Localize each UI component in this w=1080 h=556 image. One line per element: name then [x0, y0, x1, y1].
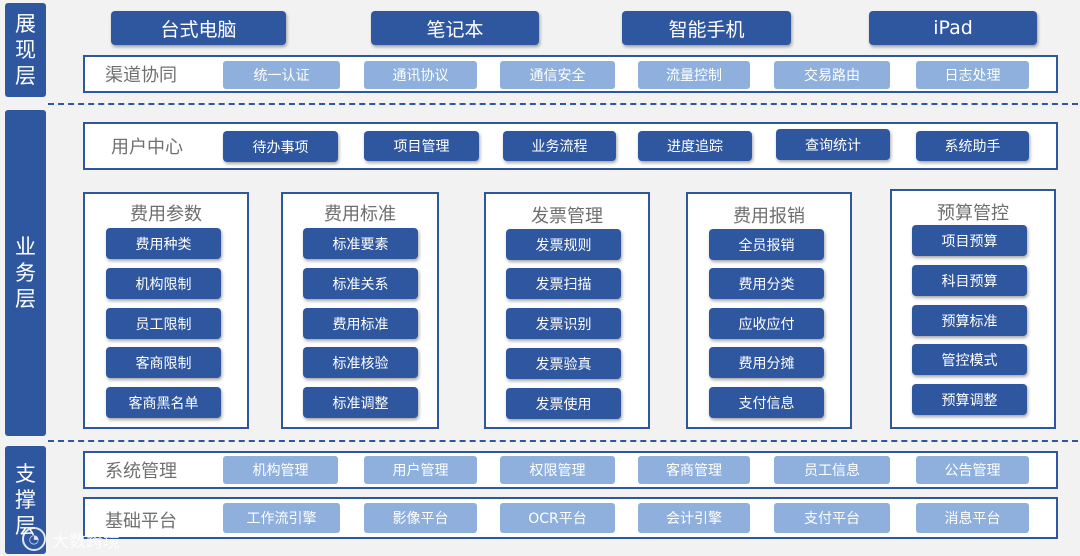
invoice-management-item: 发票识别	[506, 308, 621, 339]
budget-control-item: 预算标准	[912, 305, 1027, 336]
layer-label-presentation-text: 展现层	[15, 12, 36, 88]
expense-params-item: 费用种类	[106, 228, 221, 259]
expense-reimbursement-item: 费用分类	[709, 268, 824, 299]
system-management-title: 系统管理	[105, 461, 177, 482]
module-expense-reimbursement-title: 费用报销	[733, 206, 805, 227]
invoice-management-item: 发票扫描	[506, 268, 621, 299]
expense-standards-item: 标准调整	[303, 387, 418, 418]
base-platform-item: 消息平台	[916, 503, 1029, 533]
system-management-item: 用户管理	[364, 456, 477, 484]
layer-label-support-text: 支撑层	[15, 462, 36, 538]
layer-label-business-text: 业务层	[15, 235, 36, 311]
channel-item-2: 通讯协议	[364, 61, 477, 89]
module-expense-standards-title: 费用标准	[324, 204, 396, 225]
expense-params-item: 客商黑名单	[106, 387, 221, 418]
base-platform-item: 会计引擎	[638, 503, 750, 533]
invoice-management-item: 发票规则	[506, 229, 621, 260]
base-platform-item: OCR平台	[500, 503, 615, 533]
channel-item-1: 统一认证	[223, 61, 340, 89]
system-management-item: 客商管理	[638, 456, 750, 484]
base-platform-item: 支付平台	[774, 503, 890, 533]
device-desktop: 台式电脑	[111, 11, 286, 45]
base-platform-item: 工作流引擎	[223, 503, 340, 533]
expense-standards-item: 标准核验	[303, 347, 418, 378]
expense-standards-item: 费用标准	[303, 308, 418, 339]
invoice-management-item: 发票使用	[506, 388, 621, 419]
device-smartphone: 智能手机	[622, 11, 791, 45]
device-laptop: 笔记本	[371, 11, 539, 45]
invoice-management-item: 发票验真	[506, 348, 621, 379]
layer-label-presentation: 展现层	[5, 3, 46, 97]
watermark-logo-icon: ◔	[22, 527, 46, 551]
user-center-title: 用户中心	[111, 137, 183, 158]
watermark: ◔ 大数跨境	[22, 526, 120, 552]
system-management-item: 员工信息	[774, 456, 890, 484]
expense-standards-item: 标准关系	[303, 268, 418, 299]
user-center-item-6: 系统助手	[916, 131, 1029, 161]
layer-label-business: 业务层	[5, 110, 46, 436]
module-budget-control-title: 预算管控	[937, 203, 1009, 224]
user-center-item-4: 进度追踪	[638, 131, 752, 161]
budget-control-item: 科目预算	[912, 265, 1027, 296]
channel-item-5: 交易路由	[774, 61, 890, 89]
watermark-text: 大数跨境	[52, 531, 120, 552]
layer-divider-bottom	[48, 440, 1078, 442]
user-center-item-5: 查询统计	[776, 129, 890, 160]
budget-control-item: 预算调整	[912, 384, 1027, 415]
expense-reimbursement-item: 支付信息	[709, 387, 824, 418]
budget-control-item: 项目预算	[912, 225, 1027, 256]
expense-reimbursement-item: 全员报销	[709, 229, 824, 260]
channel-item-6: 日志处理	[916, 61, 1029, 89]
base-platform-title: 基础平台	[105, 511, 177, 532]
channel-item-3: 通信安全	[500, 61, 615, 89]
system-management-item: 权限管理	[500, 456, 615, 484]
expense-params-item: 客商限制	[106, 347, 221, 378]
module-invoice-management-title: 发票管理	[531, 206, 603, 227]
expense-reimbursement-item: 费用分摊	[709, 347, 824, 378]
device-ipad: iPad	[869, 11, 1037, 45]
system-management-item: 公告管理	[916, 456, 1029, 484]
user-center-item-1: 待办事项	[223, 131, 338, 162]
system-management-item: 机构管理	[223, 456, 338, 484]
channel-title: 渠道协同	[105, 65, 177, 86]
expense-params-item: 机构限制	[106, 268, 221, 299]
expense-reimbursement-item: 应收应付	[709, 308, 824, 339]
layer-divider-top	[48, 103, 1078, 105]
expense-standards-item: 标准要素	[303, 228, 418, 259]
budget-control-item: 管控模式	[912, 344, 1027, 375]
user-center-item-2: 项目管理	[364, 131, 479, 161]
module-expense-params-title: 费用参数	[130, 204, 202, 225]
base-platform-item: 影像平台	[364, 503, 477, 533]
user-center-item-3: 业务流程	[503, 131, 616, 161]
channel-item-4: 流量控制	[638, 61, 750, 89]
expense-params-item: 员工限制	[106, 308, 221, 339]
